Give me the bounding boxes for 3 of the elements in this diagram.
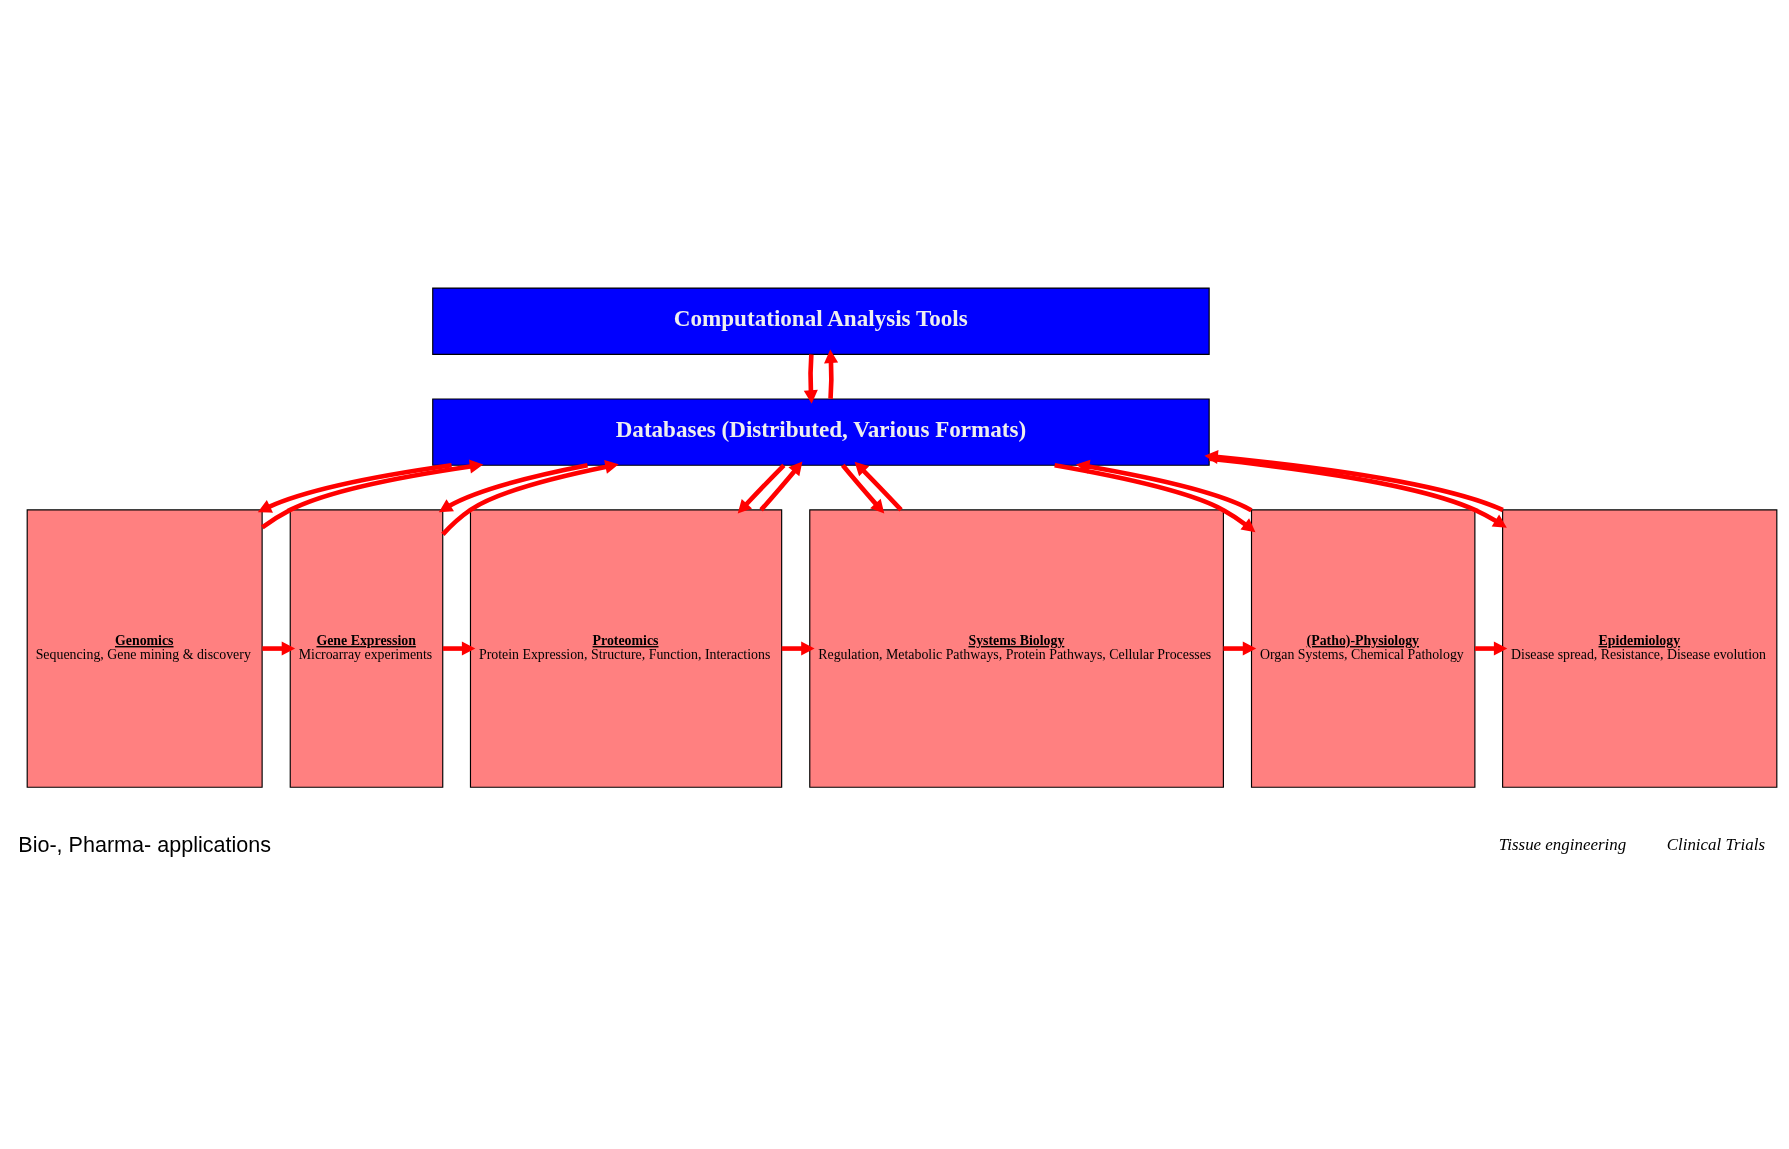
label: Tissue engineering <box>1498 834 1627 854</box>
label: Clinical Trials <box>1666 834 1766 854</box>
label: Bio-, Pharma- applications <box>18 831 272 857</box>
